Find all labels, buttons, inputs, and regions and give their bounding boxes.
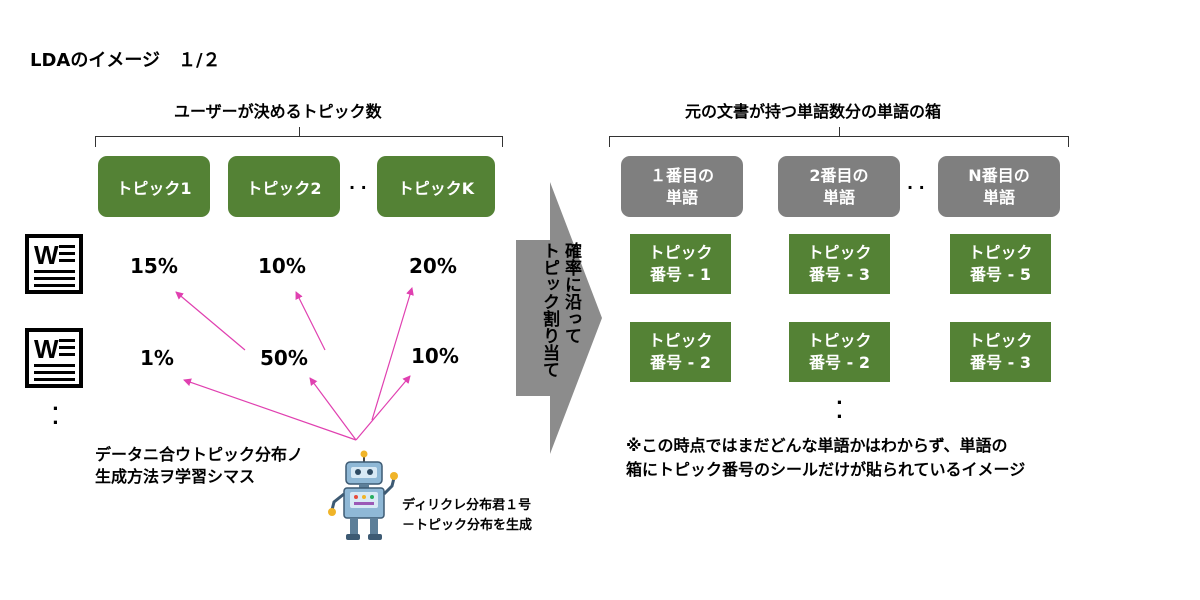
doc2-topick-percent: 10%	[411, 344, 459, 368]
arrow-doc1-topic2	[295, 291, 326, 351]
more-documents-dots: . .	[52, 394, 59, 429]
arrow-doc2-topic2	[309, 377, 357, 441]
arrow-doc2-topic1	[183, 378, 357, 441]
svg-text:W: W	[34, 240, 59, 270]
topic-label-w2-r2: トピック 番号 - 2	[789, 322, 890, 382]
topic-box-2: トピック2	[228, 156, 340, 217]
word-box-1: １番目の 単語	[621, 156, 743, 217]
document-icon: W	[25, 328, 83, 388]
doc2-topic1-percent: 1%	[140, 346, 174, 370]
arrow-doc1-topick	[371, 287, 414, 421]
robot-icon	[328, 450, 398, 540]
topic-label-w1-r1: トピック 番号 - 1	[630, 234, 731, 294]
more-labels-dots: . .	[836, 388, 843, 423]
word-box-n: N番目の 単語	[938, 156, 1060, 217]
topic-brace	[95, 127, 503, 147]
topic-label-wn-r2: トピック 番号 - 3	[950, 322, 1051, 382]
topic-label-w2-r1: トピック 番号 - 3	[789, 234, 890, 294]
explanation-note: ※この時点ではまだどんな単語かはわからず、単語の 箱にトピック番号のシールだけが…	[626, 436, 1026, 479]
word-box-brace	[609, 127, 1069, 147]
assignment-arrow	[516, 182, 602, 454]
doc1-topick-percent: 20%	[409, 254, 457, 278]
topic-label-w1-r2: トピック 番号 - 2	[630, 322, 731, 382]
page-title: LDAのイメージ １/２	[30, 50, 221, 71]
topic-count-caption: ユーザーが決めるトピック数	[174, 102, 382, 121]
doc2-topic2-percent: 50%	[260, 346, 308, 370]
topic-label-wn-r1: トピック 番号 - 5	[950, 234, 1051, 294]
robot-caption: ディリクレ分布君１号 －トピック分布を生成	[402, 498, 533, 533]
topic-box-k: トピックK	[377, 156, 495, 217]
assignment-arrow-label: 確率に沿って トピック割り当て	[539, 242, 581, 378]
topic-box-1: トピック1	[98, 156, 210, 217]
word-box-2: 2番目の 単語	[778, 156, 900, 217]
learning-description: データニ合ウトピック分布ノ 生成方法ヲ学習シマス	[95, 445, 304, 486]
doc1-topic2-percent: 10%	[258, 254, 306, 278]
document-icon: W	[25, 234, 83, 294]
doc1-topic1-percent: 15%	[130, 254, 178, 278]
word-box-caption: 元の文書が持つ単語数分の単語の箱	[685, 102, 942, 121]
word-ellipsis: . .	[907, 174, 925, 193]
svg-text:W: W	[34, 334, 59, 364]
arrow-doc2-topick	[355, 375, 411, 441]
topic-ellipsis: . .	[349, 174, 367, 193]
arrow-doc1-topic1	[175, 291, 246, 351]
